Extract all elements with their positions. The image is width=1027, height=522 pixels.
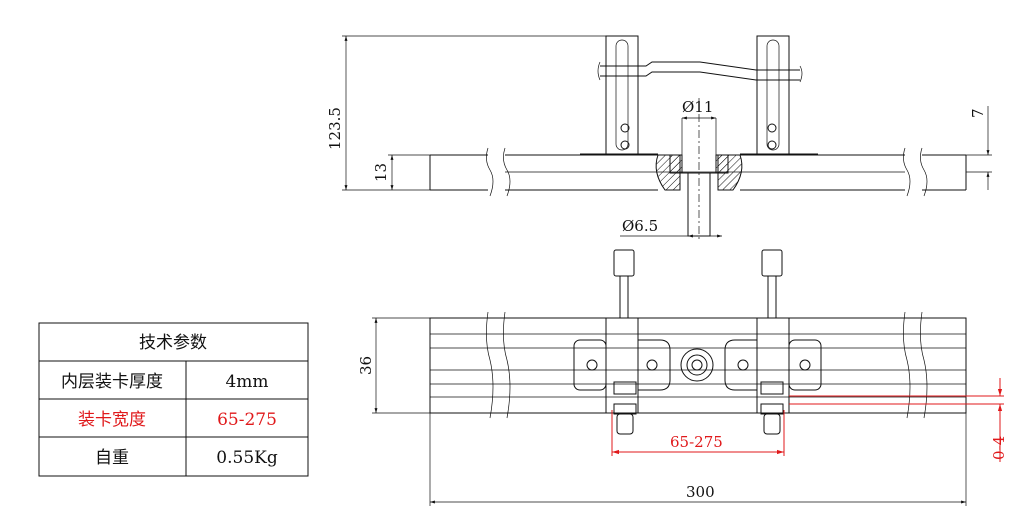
spec-row-clamp-width-label: 装卡宽度 [78, 410, 146, 430]
step-label: 7 [969, 108, 987, 118]
front-view: Ø11 Ø6.5 123.5 13 7 [326, 35, 992, 240]
hole-large-label: Ø11 [682, 98, 713, 116]
spec-row-weight-label: 自重 [95, 448, 129, 468]
width-label: 36 [357, 356, 375, 375]
step-dimension: 7 [966, 106, 992, 190]
top-view: 36 65-275 0-4 300 [357, 249, 1008, 506]
hole-small-label: Ø6.5 [622, 217, 658, 235]
thickness-label: 13 [372, 163, 390, 182]
height-total-label: 123.5 [326, 107, 344, 150]
spec-row-inner-thickness-value: 4mm [225, 372, 268, 392]
center-hub-section: Ø11 Ø6.5 [620, 98, 743, 240]
clamped-card [597, 61, 803, 83]
length-dimension: 300 [429, 413, 967, 506]
top-view-bar [429, 311, 967, 419]
offset-label: 0-4 [990, 436, 1008, 460]
length-label: 300 [686, 483, 715, 501]
left-clamp-post [580, 35, 658, 155]
right-clamp-top [724, 249, 822, 435]
left-clamp-top [573, 249, 671, 435]
front-view-bar [429, 147, 967, 197]
right-clamp-post [740, 35, 818, 155]
spec-row-inner-thickness-label: 内层装卡厚度 [61, 372, 163, 392]
spec-table: 技术参数 内层装卡厚度 4mm 装卡宽度 65-275 自重 0.55Kg [38, 322, 309, 477]
width-dimension: 36 [357, 317, 430, 414]
spec-row-weight-value: 0.55Kg [216, 448, 278, 468]
spec-table-title: 技术参数 [139, 333, 207, 353]
thickness-dimension: 13 [372, 154, 430, 190]
spec-row-clamp-width-value: 65-275 [217, 410, 277, 430]
height-dimension: 123.5 [326, 35, 606, 191]
clamp-range-dimension: 65-275 [611, 410, 785, 456]
clamp-range-label: 65-275 [670, 433, 723, 451]
center-hub-top [680, 348, 714, 382]
offset-dimension: 0-4 [789, 378, 1008, 462]
